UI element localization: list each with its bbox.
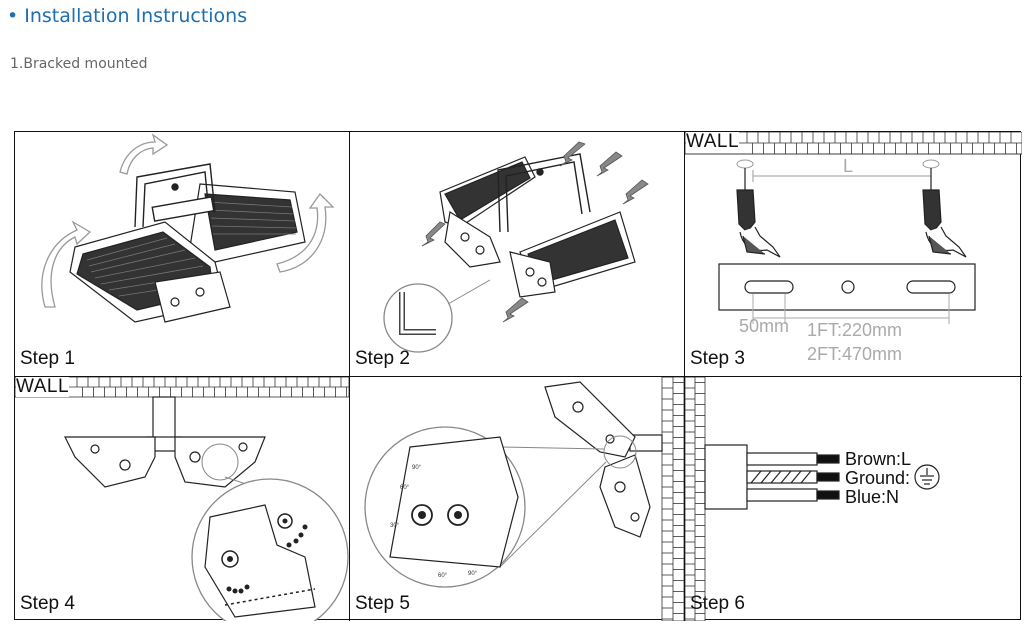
spacing-1ft: 1FT:220mm (807, 320, 903, 340)
instruction-grid: Step 1 (14, 131, 1022, 621)
step-4-label: Step 4 (20, 593, 75, 614)
wire-ground (746, 470, 840, 484)
led-module-rear (189, 183, 306, 263)
step-1-label: Step 1 (20, 348, 75, 369)
screw-icon (421, 141, 649, 323)
step-6-illustration (685, 377, 940, 621)
wire-label-blue: Blue:N (845, 487, 900, 507)
side-plate (444, 211, 501, 268)
step-5-illustration: 90° 60° 30° 60° 90° (364, 377, 684, 621)
step-5-label: Step 5 (355, 593, 410, 614)
step-2-label: Step 2 (355, 348, 410, 369)
rotate-arrow-icon (41, 133, 335, 308)
side-plate-left (64, 436, 156, 488)
step-5-panel: 90° 60° 30° 60° 90° Step 5 (350, 377, 684, 621)
step-3-label: Step 3 (690, 348, 745, 369)
wire-brown (746, 452, 840, 466)
svg-text:60°: 60° (438, 573, 448, 579)
side-plate-right (174, 436, 266, 488)
section-subtitle: 1.Bracked mounted (10, 56, 148, 72)
wall-bricks (685, 377, 705, 620)
wall-strip-vertical (661, 377, 684, 621)
step-1-panel: Step 1 (15, 132, 349, 376)
spacing-2ft: 2FT:470mm (807, 344, 903, 364)
page-title: • Installation Instructions (7, 5, 248, 27)
drill-icon (922, 168, 967, 258)
wire-blue (746, 488, 840, 502)
wall-bricks (746, 132, 1017, 154)
ground-symbol-icon (914, 464, 940, 490)
dimension-lines (752, 294, 950, 324)
wall-label: WALL (16, 377, 70, 397)
offset-dimension: 50mm (739, 316, 790, 336)
wire-label-brown: Brown:L (845, 449, 912, 469)
side-plate-lower (599, 454, 651, 538)
step-4-panel: WALL Step 4 (15, 377, 349, 621)
step-6-label: Step 6 (690, 593, 745, 614)
wall-label: WALL (686, 132, 740, 152)
step-3-illustration (685, 132, 1022, 324)
svg-text:90°: 90° (412, 465, 422, 471)
mounting-bracket (497, 153, 591, 233)
svg-text:60°: 60° (400, 485, 410, 491)
svg-text:30°: 30° (390, 523, 400, 529)
step-2-panel: Step 2 (350, 132, 684, 376)
wall-strip (15, 377, 349, 398)
bracket-plate (718, 263, 976, 311)
step-2-illustration (383, 141, 649, 353)
distance-line (736, 159, 940, 182)
step-4-illustration (15, 377, 349, 621)
wall-bricks (662, 377, 684, 620)
drill-icon (736, 168, 781, 258)
step-3-panel: WALL L 50mm 1FT:220mm 2FT:470mm Step 3 (685, 132, 1022, 376)
side-plate-upper (544, 381, 636, 458)
step-6-panel: Brown:L Ground: Blue:N Step 6 (685, 377, 1022, 621)
zoom-detail: 90° 60° 30° 60° 90° (364, 426, 526, 588)
led-module-front (509, 211, 636, 298)
svg-text:90°: 90° (468, 571, 478, 577)
mounting-bracket (134, 163, 216, 228)
distance-symbol: L (843, 156, 854, 176)
wall-bricks (76, 377, 347, 397)
cable-jacket (704, 444, 748, 510)
step-1-illustration (41, 133, 335, 323)
wire-label-ground: Ground: (845, 468, 911, 488)
zoom-detail (191, 478, 349, 621)
wall-strip-vertical (685, 377, 706, 621)
hex-key-icon (383, 279, 491, 353)
led-module-front (69, 221, 231, 323)
